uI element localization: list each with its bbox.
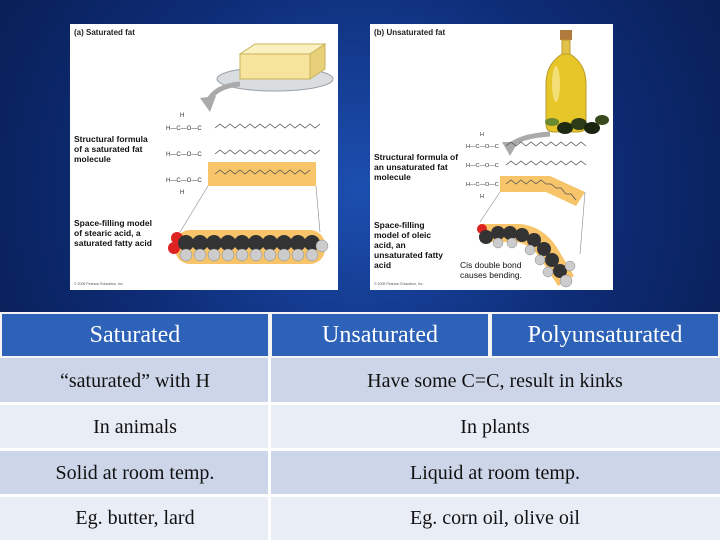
svg-text:H: H xyxy=(480,132,484,138)
table-divider xyxy=(0,402,720,405)
svg-text:H—C—O—C: H—C—O—C xyxy=(166,126,202,132)
panel-b-label: (b) Unsaturated fat xyxy=(374,28,446,37)
panel-a-copyright: © 2005 Pearson Education, Inc. xyxy=(74,282,124,286)
svg-text:H—C—O—C: H—C—O—C xyxy=(466,163,499,169)
table-cell-unsaturated-row1: Have some C=C, result in kinks xyxy=(270,358,720,404)
unsaturated-fat-figure: (b) Unsaturated fat H H—C—O—C H—C—O—C H—… xyxy=(370,24,613,290)
table-cell-unsaturated-row2: In plants xyxy=(270,404,720,450)
butter-dish-icon xyxy=(216,43,334,92)
unsaturated-formula-caption: Structural formula of an unsaturated fat… xyxy=(374,152,459,182)
olives-icon xyxy=(545,115,609,134)
svg-text:H—C—O—C: H—C—O—C xyxy=(166,178,202,184)
svg-text:H: H xyxy=(480,194,484,200)
table-cell-saturated-row2: In animals xyxy=(0,404,270,450)
table-cell-unsaturated-row3: Liquid at room temp. xyxy=(270,450,720,496)
table-divider xyxy=(0,448,720,451)
unsaturated-fat-illustration: H H—C—O—C H—C—O—C H—C—O—C H xyxy=(466,30,609,288)
table-divider xyxy=(0,494,720,497)
svg-text:H—C—O—C: H—C—O—C xyxy=(466,182,499,188)
olive-oil-bottle-icon xyxy=(545,30,587,133)
table-cell-saturated-row3: Solid at room temp. xyxy=(0,450,270,496)
table-cell-unsaturated-row4: Eg. corn oil, olive oil xyxy=(270,496,720,540)
svg-text:H—C—O—C: H—C—O—C xyxy=(166,152,202,158)
svg-text:H—C—O—C: H—C—O—C xyxy=(466,144,499,150)
panel-a-label: (a) Saturated fat xyxy=(74,28,135,37)
saturated-formula-caption: Structural formula of a saturated fat mo… xyxy=(74,134,148,164)
svg-text:H: H xyxy=(180,190,184,196)
fat-comparison-table: Saturated Unsaturated Polyunsaturated “s… xyxy=(0,310,720,540)
unsaturated-space-caption: Space-filling model of oleic acid, an un… xyxy=(374,220,443,270)
saturated-fat-figure: (a) Saturated fat H H—C—O—C H—C—O—C H—C—… xyxy=(70,24,338,290)
panel-b-copyright: © 2005 Pearson Education, Inc. xyxy=(374,282,424,286)
saturated-fat-illustration: H H—C—O—C H—C—O—C H—C—O—C H xyxy=(166,43,334,264)
header-unsaturated: Unsaturated xyxy=(270,312,490,358)
saturated-space-caption: Space-filling model of stearic acid, a s… xyxy=(74,218,152,248)
header-saturated: Saturated xyxy=(0,312,270,358)
header-polyunsaturated: Polyunsaturated xyxy=(490,312,720,358)
table-cell-saturated-row1: “saturated” with H xyxy=(0,358,270,404)
svg-text:H: H xyxy=(180,113,184,119)
table-cell-saturated-row4: Eg. butter, lard xyxy=(0,496,270,540)
cis-bond-caption: Cis double bond causes bending. xyxy=(460,260,522,280)
